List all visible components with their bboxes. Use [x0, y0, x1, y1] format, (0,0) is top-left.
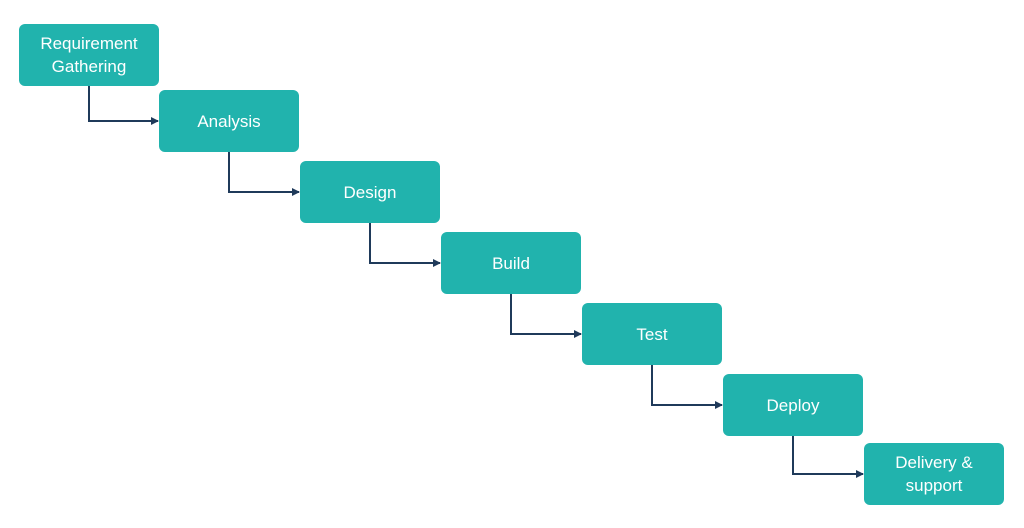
- step-label: Design: [343, 182, 397, 202]
- step-test: Test: [582, 303, 722, 365]
- connector-arrow-4: [510, 294, 582, 338]
- step-delivery-support: Delivery & support: [864, 443, 1004, 505]
- step-label: Requirement Gathering: [40, 34, 138, 76]
- connector-arrow-5: [651, 365, 723, 409]
- step-deploy: Deploy: [723, 374, 863, 436]
- step-label: Delivery & support: [895, 453, 973, 495]
- connector-arrow-6: [792, 436, 864, 478]
- step-design: Design: [300, 161, 440, 223]
- connector-arrow-3: [369, 223, 441, 267]
- step-build: Build: [441, 232, 581, 294]
- step-requirement-gathering: Requirement Gathering: [19, 24, 159, 86]
- step-label: Test: [636, 324, 668, 344]
- step-label: Deploy: [766, 395, 820, 415]
- step-label: Analysis: [197, 111, 261, 131]
- connector-arrow-1: [88, 86, 159, 125]
- step-analysis: Analysis: [159, 90, 299, 152]
- connector-arrow-2: [228, 152, 300, 196]
- step-label: Build: [492, 253, 530, 273]
